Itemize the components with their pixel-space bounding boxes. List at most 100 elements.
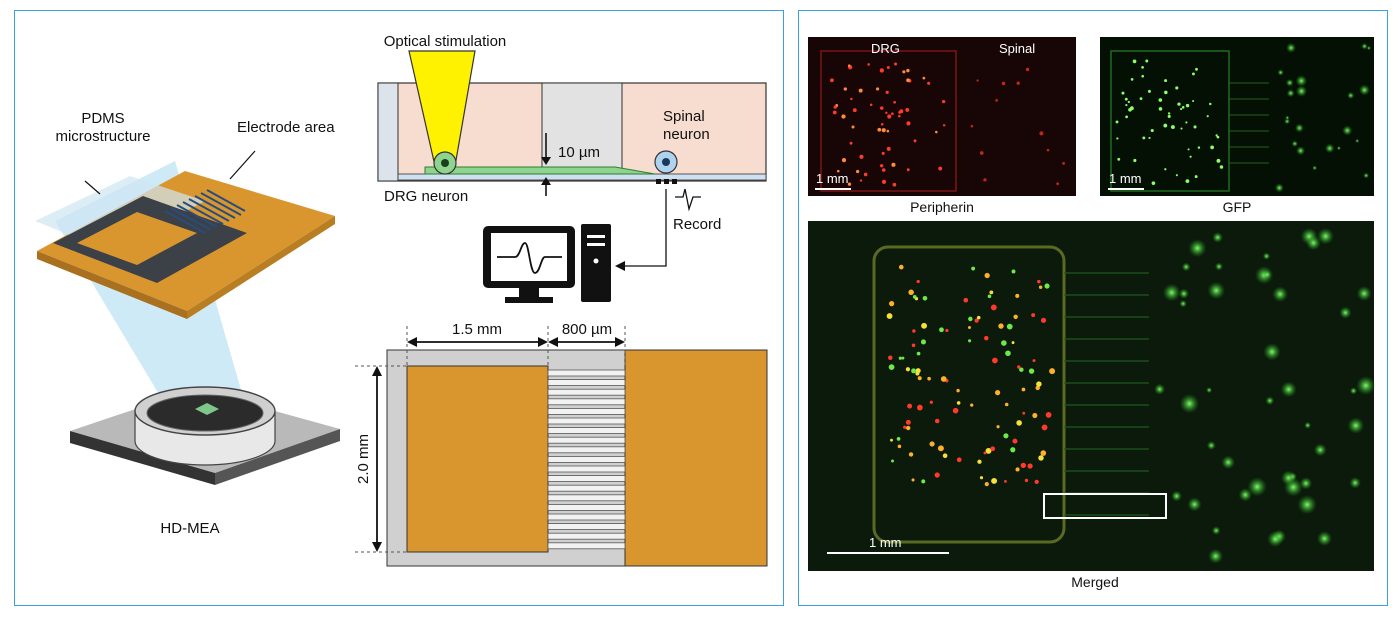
- merged-cell-dot: [905, 419, 911, 425]
- merged-cell-dot: [979, 476, 984, 480]
- merged-cell-dot: [1001, 340, 1007, 346]
- merged-cell-dot: [1010, 447, 1016, 453]
- merged-scale-label: 1 mm: [869, 535, 902, 550]
- merged-neuron-blob: [1339, 306, 1352, 319]
- merged-cell-dot: [891, 459, 894, 463]
- green-cell-dot: [1117, 157, 1121, 161]
- merged-neuron-blob: [1238, 488, 1253, 502]
- merged-cell-dot: [1004, 479, 1007, 483]
- green-neuron-blob: [1284, 118, 1291, 125]
- merged-cell-dot: [934, 418, 940, 424]
- merged-cell-dot: [940, 376, 947, 382]
- topview-channels: [547, 369, 626, 550]
- green-neuron-blob: [1324, 143, 1335, 154]
- merged-neuron-blob: [1297, 494, 1317, 515]
- merged-cell-dot: [922, 295, 928, 301]
- red-cell-dot: [927, 81, 931, 85]
- merged-cell-dot: [1004, 402, 1009, 407]
- merged-cell-dot: [968, 326, 971, 329]
- topview-drg-chamber: [406, 365, 549, 553]
- merged-neuron-blob: [1214, 262, 1224, 271]
- merged-cell-dot: [998, 323, 1004, 329]
- merged-cell-dot: [896, 437, 901, 441]
- peripherin-scale-label: 1 mm: [816, 171, 849, 186]
- green-cell-dot: [1195, 67, 1198, 71]
- green-cell-dot: [1185, 103, 1190, 108]
- merged-cell-dot: [1017, 365, 1021, 369]
- green-cell-dot: [1189, 155, 1192, 158]
- merged-cell-dot: [1038, 455, 1044, 461]
- merged-neuron-blob: [1262, 270, 1272, 279]
- merged-cell-dot: [985, 447, 992, 454]
- merged-neuron-blob: [1187, 497, 1202, 512]
- green-cell-dot: [1210, 145, 1214, 150]
- spike-trace-icon: [675, 188, 701, 212]
- electrode-area-label: Electrode area: [237, 119, 335, 136]
- merged-cell-dot: [888, 300, 895, 307]
- merged-cell-dot: [942, 453, 948, 459]
- green-cell-dot: [1132, 59, 1137, 64]
- merged-neuron-blob: [1349, 477, 1361, 489]
- green-neuron-blob: [1286, 89, 1295, 98]
- pdms-label-line1: PDMS: [81, 110, 124, 127]
- red-cell-dot: [941, 99, 946, 104]
- merged-cell-dot: [983, 451, 987, 455]
- red-cell-dot: [832, 110, 837, 115]
- merged-cell-dot: [905, 367, 911, 372]
- green-neuron-blob: [1312, 165, 1318, 171]
- red-cell-dot: [859, 154, 864, 159]
- merged-cell-dot: [1016, 420, 1022, 426]
- merged-cell-dot: [1031, 313, 1036, 318]
- green-cell-dot: [1191, 72, 1195, 76]
- red-cell-dot: [891, 112, 894, 116]
- green-neuron-blob: [1277, 69, 1284, 76]
- channel-bar: [547, 455, 626, 463]
- green-neuron-blob: [1361, 43, 1368, 50]
- green-cell-dot: [1215, 134, 1218, 137]
- merged-cell-dot: [1020, 462, 1027, 469]
- red-cell-dot: [836, 169, 840, 173]
- merged-neuron-blob: [1207, 281, 1226, 300]
- merged-cell-dot: [911, 343, 916, 348]
- merged-highlight-box: [1043, 493, 1167, 519]
- merged-cell-dot: [906, 425, 911, 431]
- merged-neuron-blob: [1263, 343, 1281, 361]
- red-cell-dot: [891, 162, 896, 167]
- merged-cell-dot: [977, 459, 982, 464]
- green-cell-dot: [1185, 179, 1190, 183]
- merged-cell-dot: [911, 368, 917, 374]
- merged-neuron-blob: [1280, 470, 1297, 486]
- green-cell-dot: [1167, 114, 1171, 118]
- green-neuron-blob: [1347, 91, 1355, 100]
- red-cell-dot: [1046, 148, 1050, 152]
- green-neuron-blob: [1295, 85, 1308, 97]
- channel-bar: [547, 523, 626, 530]
- green-cell-dot: [1141, 74, 1145, 78]
- merged-neuron-blob: [1347, 417, 1365, 434]
- merged-cell-dot: [984, 272, 990, 279]
- merged-neuron-blob: [1188, 238, 1207, 258]
- merged-cell-dot: [927, 376, 931, 381]
- merged-cell-dot: [934, 472, 940, 478]
- green-neuron-blob: [1342, 125, 1353, 136]
- merged-cell-dot: [890, 438, 893, 442]
- channel-bar: [547, 398, 626, 406]
- merged-neuron-blob: [1267, 530, 1284, 548]
- merged-cell-dot: [1032, 359, 1036, 363]
- merged-cell-dot: [1012, 438, 1018, 444]
- merged-cell-dot: [898, 264, 904, 270]
- merged-neuron-blob: [1316, 530, 1333, 547]
- merged-neuron-blob: [1181, 262, 1191, 272]
- merged-cell-dot: [937, 445, 944, 452]
- merged-cell-dot: [888, 355, 893, 360]
- green-cell-dot: [1158, 107, 1163, 111]
- spinal-label-line2: neuron: [663, 126, 710, 143]
- merged-cell-dot: [915, 368, 921, 374]
- merged-cell-dot: [929, 441, 935, 447]
- green-cell-dot: [1142, 136, 1146, 140]
- merged-cell-dot: [886, 313, 893, 319]
- merged-cell-dot: [916, 351, 921, 356]
- red-cell-dot: [881, 151, 885, 155]
- red-cell-dot: [877, 127, 882, 132]
- merged-neuron-blob: [1179, 393, 1200, 414]
